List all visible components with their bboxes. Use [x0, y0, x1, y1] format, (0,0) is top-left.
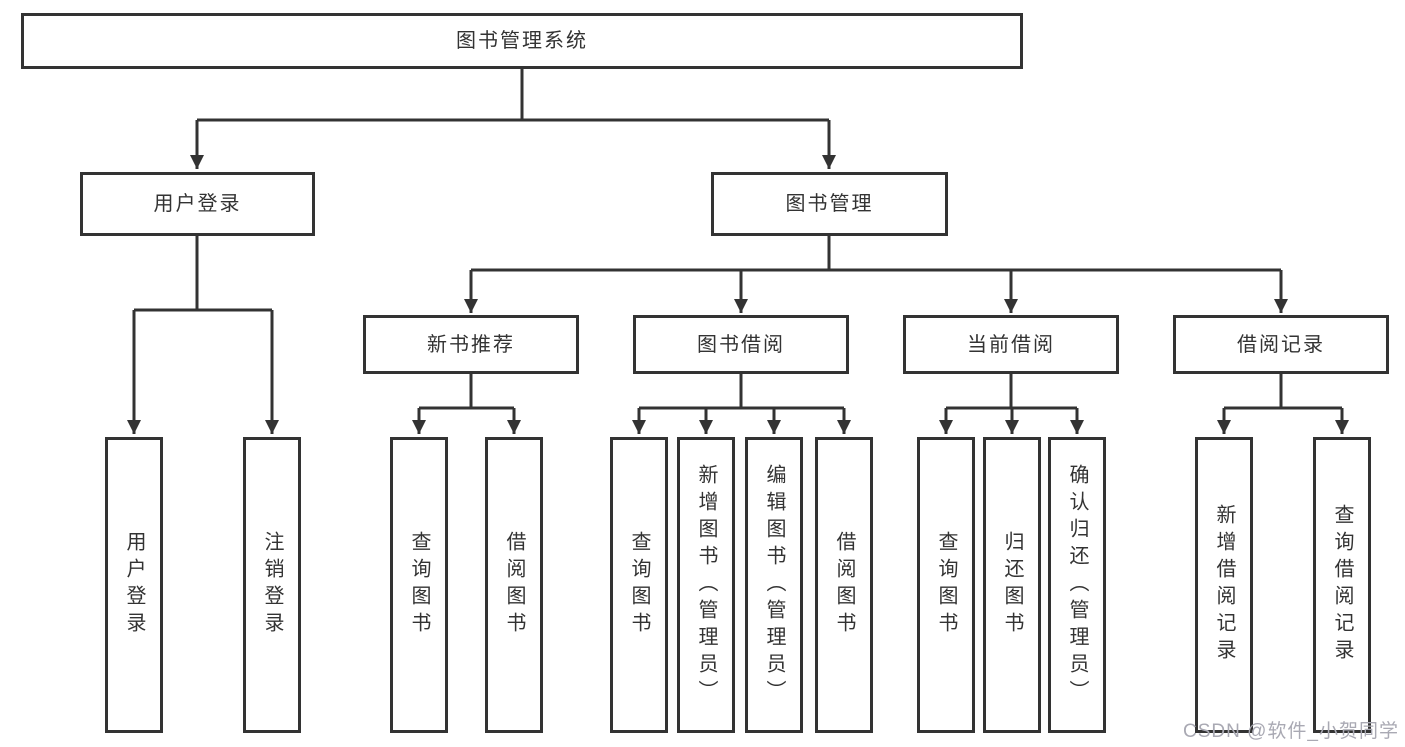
node-new-book-recommend: 新书推荐 [363, 315, 579, 374]
node-user-login-label: 用户登录 [153, 193, 242, 215]
leaf-current-query-books-label: 查询图书 [935, 531, 957, 639]
leaf-logout: 注销登录 [243, 437, 301, 733]
leaf-current-query-books: 查询图书 [917, 437, 975, 733]
leaf-borrowing-query-books-label: 查询图书 [628, 531, 650, 639]
leaf-query-borrow-record-label: 查询借阅记录 [1331, 504, 1353, 666]
node-current-borrowing-label: 当前借阅 [967, 333, 1055, 356]
leaf-user-login: 用户登录 [105, 437, 163, 733]
node-library-system: 图书管理系统 [21, 13, 1023, 69]
leaf-return-books: 归还图书 [983, 437, 1041, 733]
leaf-borrowing-borrow-books: 借阅图书 [815, 437, 873, 733]
node-library-system-label: 图书管理系统 [456, 30, 588, 52]
csdn-watermark: CSDN @软件_小贺同学 [1183, 721, 1399, 742]
node-book-management: 图书管理 [711, 172, 948, 236]
leaf-logout-label: 注销登录 [261, 531, 283, 639]
leaf-edit-book-admin: 编辑图书（管理员） [745, 437, 803, 733]
leaf-borrowing-borrow-books-label: 借阅图书 [833, 531, 855, 639]
leaf-query-borrow-record: 查询借阅记录 [1313, 437, 1371, 733]
node-book-borrowing: 图书借阅 [633, 315, 849, 374]
leaf-edit-book-admin-label: 编辑图书（管理员） [763, 463, 785, 707]
node-current-borrowing: 当前借阅 [903, 315, 1119, 374]
node-new-book-recommend-label: 新书推荐 [427, 333, 515, 356]
leaf-borrowing-query-books: 查询图书 [610, 437, 668, 733]
leaf-add-book-admin-label: 新增图书（管理员） [695, 463, 717, 707]
node-user-login: 用户登录 [80, 172, 315, 236]
node-book-management-label: 图书管理 [785, 193, 874, 215]
leaf-recommend-query-books-label: 查询图书 [408, 531, 430, 639]
leaf-return-books-label: 归还图书 [1001, 531, 1023, 639]
leaf-add-borrow-record-label: 新增借阅记录 [1213, 504, 1235, 666]
leaf-recommend-borrow-books-label: 借阅图书 [503, 531, 525, 639]
node-book-borrowing-label: 图书借阅 [697, 333, 785, 356]
leaf-confirm-return-admin-label: 确认归还（管理员） [1066, 463, 1088, 707]
leaf-recommend-query-books: 查询图书 [390, 437, 448, 733]
node-borrowing-records: 借阅记录 [1173, 315, 1389, 374]
leaf-user-login-label: 用户登录 [123, 531, 145, 639]
node-borrowing-records-label: 借阅记录 [1237, 333, 1325, 356]
leaf-confirm-return-admin: 确认归还（管理员） [1048, 437, 1106, 733]
leaf-add-book-admin: 新增图书（管理员） [677, 437, 735, 733]
leaf-add-borrow-record: 新增借阅记录 [1195, 437, 1253, 733]
leaf-recommend-borrow-books: 借阅图书 [485, 437, 543, 733]
